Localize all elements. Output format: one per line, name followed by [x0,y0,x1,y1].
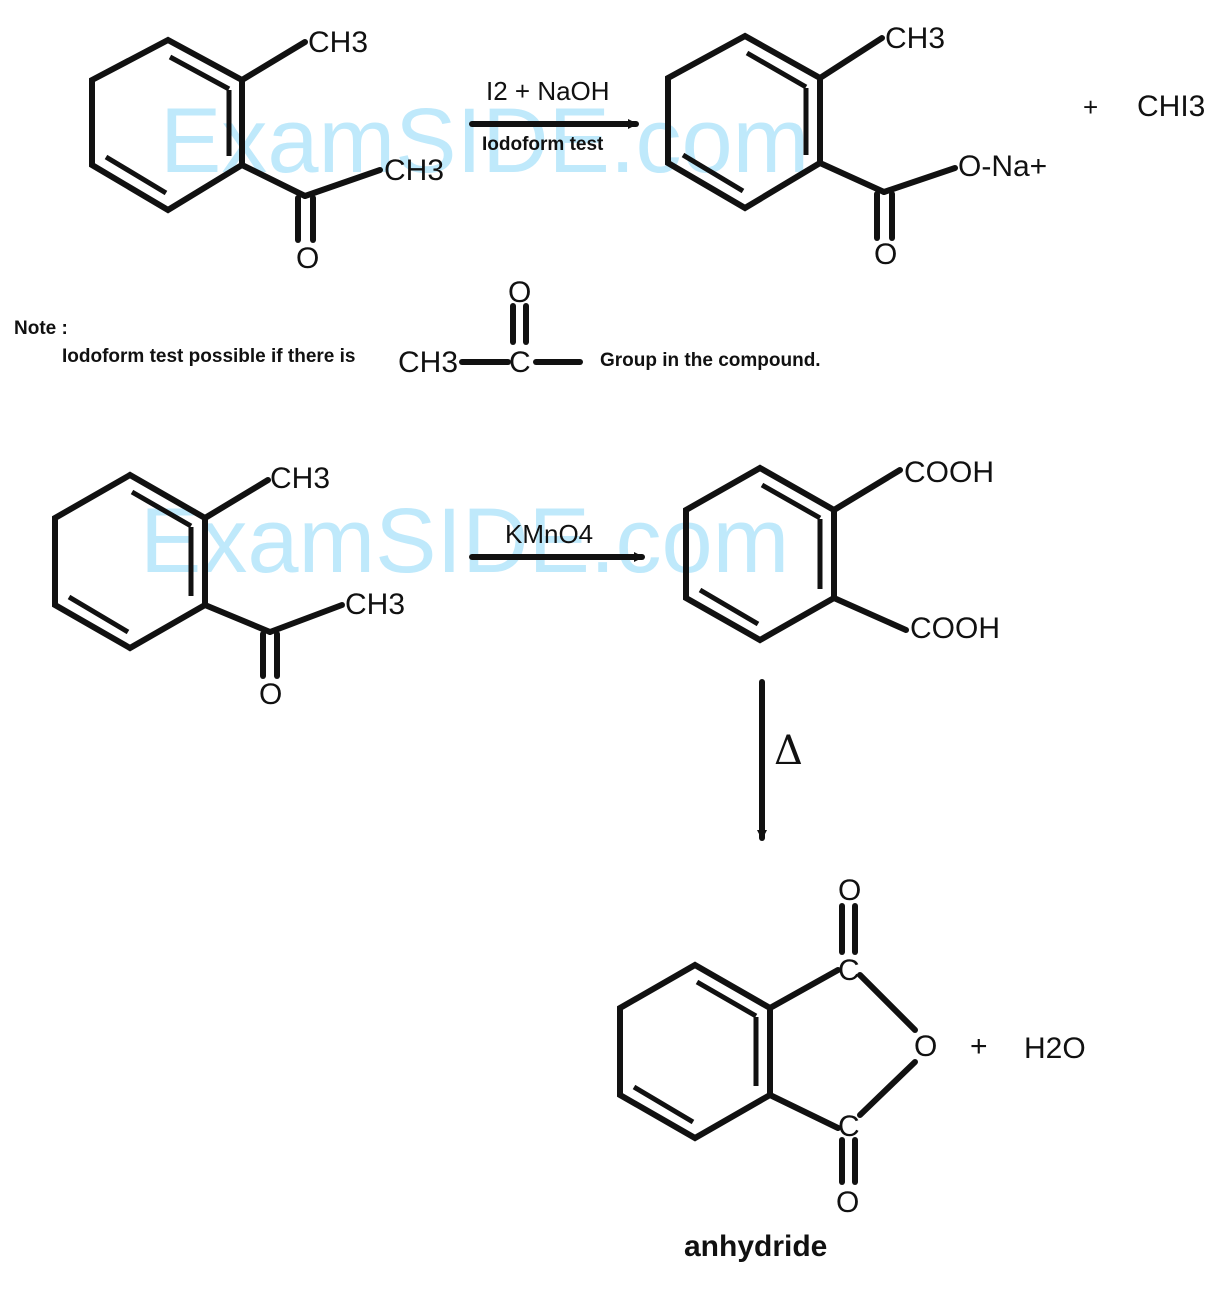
reagent-1: I2 + NaOH [486,76,610,106]
product-1-carbonyl-o: O [874,238,897,271]
reaction-condition-1: Iodoform test [482,134,604,155]
product-2-cooh-bottom: COOH [910,612,1000,645]
heat-symbol: Δ [774,728,803,774]
byproduct-iodoform: CHI3 [1137,90,1205,123]
reactant-1-methyl: CH3 [308,26,368,59]
anhydride-o-ring: O [914,1030,937,1063]
plus-sign-1: + [1083,92,1098,122]
anhydride-c-bottom: C [838,1110,860,1143]
product-1-structure [665,32,958,241]
reactant-2-acetyl-methyl: CH3 [345,588,405,621]
reactant-1-carbonyl-o: O [296,242,319,275]
watermark: ExamSIDE.com [140,490,789,592]
reactant-2-methyl: CH3 [270,462,330,495]
reactant-2-structure [52,471,345,679]
anhydride-structure [617,903,918,1185]
note-suffix: Group in the compound. [600,350,821,371]
reactant-1-structure [89,36,383,243]
water: H2O [1024,1032,1086,1065]
reactant-1-acetyl-methyl: CH3 [384,154,444,187]
anhydride-o-top: O [838,874,861,907]
anhydride-o-bottom: O [836,1186,859,1219]
anhydride-c-top: C [838,954,860,987]
product-1-methyl: CH3 [885,22,945,55]
note-group-o: O [508,276,531,309]
product-2-cooh-top: COOH [904,456,994,489]
product-1-carboxylate: O-Na+ [958,150,1047,183]
note-text: Iodoform test possible if there is [62,346,356,367]
note-group-ch3: CH3 [398,346,458,379]
product-2-structure [683,464,909,644]
plus-sign-2: + [970,1030,988,1063]
note-group-c: C [509,346,531,379]
reactant-2-carbonyl-o: O [259,678,282,711]
reagent-2: KMnO4 [505,519,593,549]
anhydride-label: anhydride [684,1230,827,1263]
note-title: Note : [14,318,68,339]
